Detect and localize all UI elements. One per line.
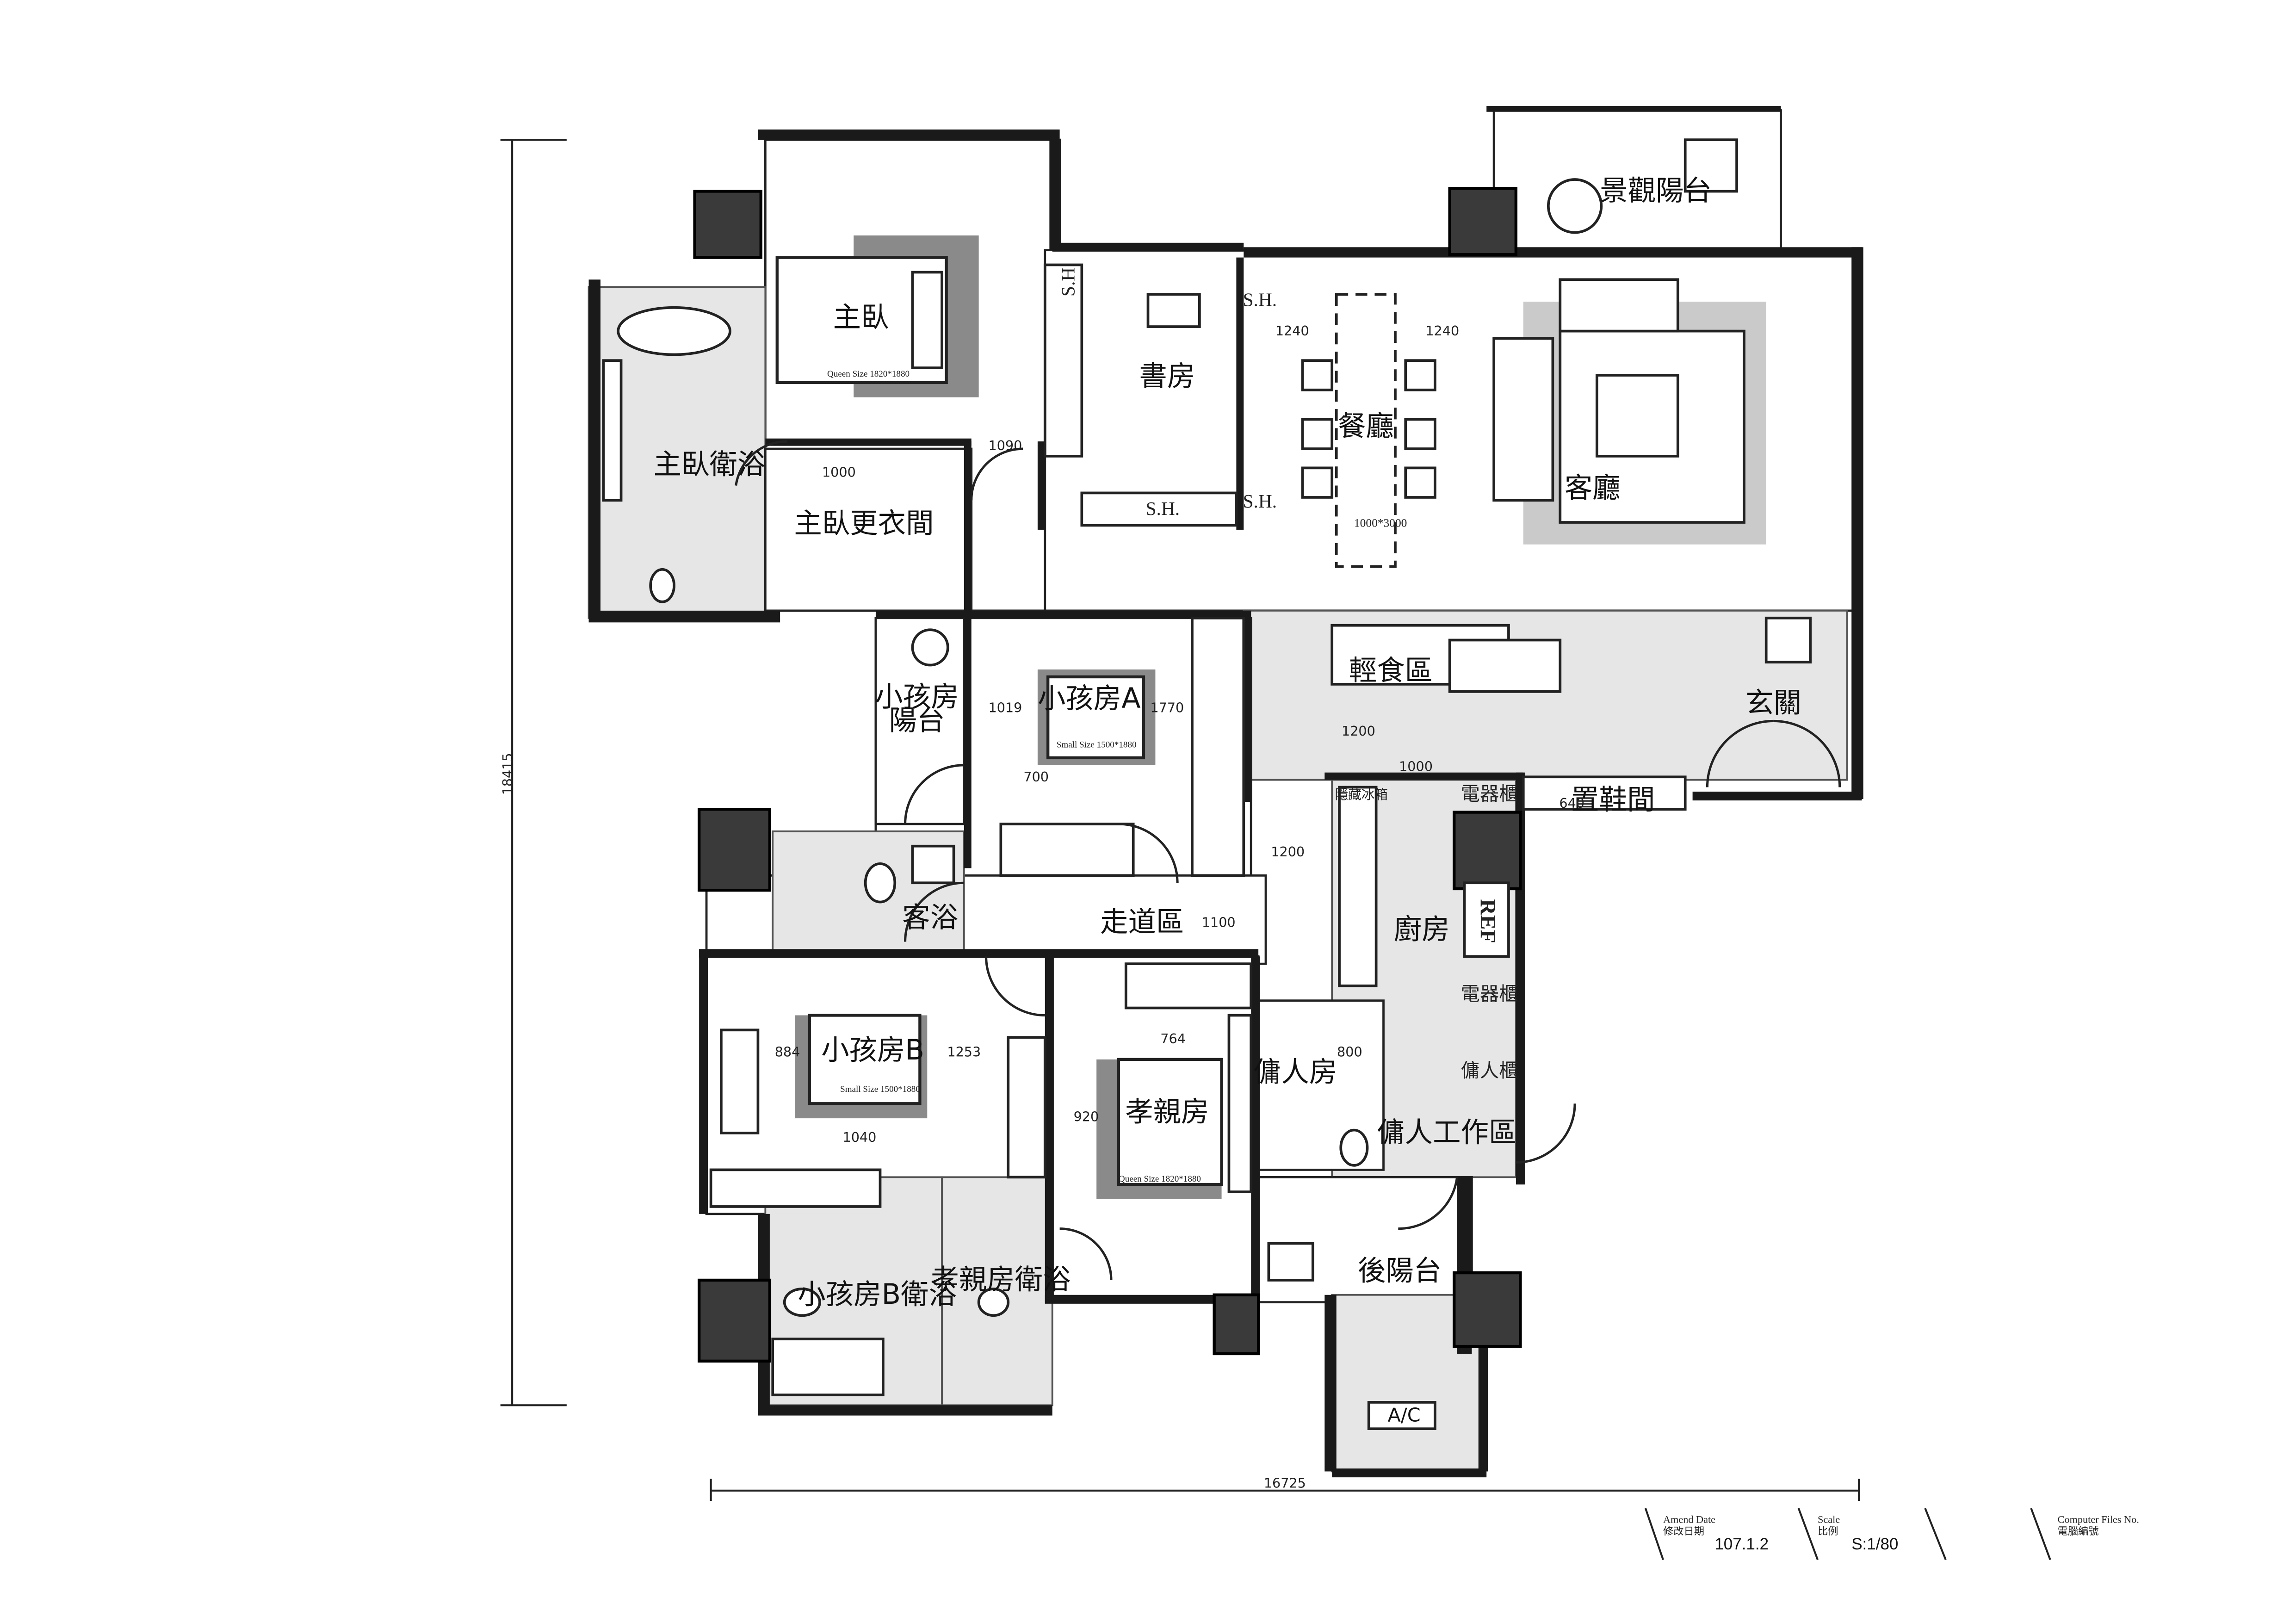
- sh-label-1: S.H.: [1146, 498, 1180, 519]
- dim-total-height: 18415: [500, 753, 515, 795]
- room-light-meal: 輕食區: [1349, 654, 1433, 687]
- small-size-b: Small Size 1500*1880: [840, 1084, 920, 1094]
- room-corridor: 走道區: [1100, 906, 1184, 938]
- table-size: 1000*3000: [1354, 516, 1407, 530]
- dim-1000-b: 1000: [1399, 759, 1433, 774]
- dim-1090: 1090: [988, 438, 1022, 453]
- amend-date-value: 107.1.2: [1714, 1535, 1769, 1553]
- scale-en: Scale: [1818, 1514, 1840, 1525]
- title-block: Amend Date 修改日期 107.1.2 Scale 比例 S:1/80 …: [1644, 1508, 2139, 1561]
- room-maid-work: 傭人工作區: [1377, 1116, 1516, 1149]
- ac-label: A/C: [1388, 1404, 1421, 1426]
- sh-label-3: S.H.: [1243, 490, 1277, 512]
- sh-label-4: S.H.: [1057, 263, 1078, 297]
- files-en: Computer Files No.: [2058, 1514, 2139, 1525]
- room-labels: 主臥 主臥衛浴 主臥更衣間 書房 餐廳 客廳 景觀陽台 輕食區 玄關 置鞋間 小…: [654, 175, 1801, 1311]
- room-master-bedroom: 主臥: [833, 301, 889, 334]
- doors: [735, 440, 1841, 1280]
- room-foyer: 玄關: [1745, 687, 1801, 719]
- room-kitchen: 廚房: [1394, 913, 1450, 946]
- dim-1040: 1040: [843, 1129, 877, 1145]
- dim-764: 764: [1160, 1031, 1186, 1047]
- room-child-balcony-2: 陽台: [889, 704, 945, 737]
- dim-920: 920: [1074, 1109, 1099, 1124]
- furniture: [602, 138, 1812, 1431]
- ref-label: REF: [1475, 899, 1500, 943]
- scale-value: S:1/80: [1851, 1535, 1898, 1553]
- dim-1100: 1100: [1202, 915, 1236, 930]
- room-dining: 餐廳: [1338, 410, 1394, 442]
- room-parents-bath: 孝親房衛浴: [931, 1264, 1071, 1296]
- dim-total-width: 16725: [1264, 1475, 1306, 1491]
- dimensions: 1240 1240 1090 1000 1019 1770 700 1200 1…: [775, 323, 1584, 1145]
- room-shoe-room: 置鞋間: [1571, 784, 1655, 816]
- hidden-fridge-label: 隱藏冰箱: [1335, 787, 1388, 802]
- maid-cabinet-label: 傭人櫃: [1461, 1060, 1518, 1081]
- dim-1200-b: 1200: [1271, 844, 1305, 860]
- dim-1000-a: 1000: [822, 464, 856, 480]
- room-child-a: 小孩房A: [1038, 682, 1141, 715]
- files-zh: 電腦編號: [2058, 1525, 2099, 1537]
- dim-1240-a: 1240: [1275, 323, 1309, 339]
- dim-700: 700: [1023, 769, 1049, 785]
- room-child-balcony-1: 小孩房: [875, 681, 959, 713]
- room-master-closet: 主臥更衣間: [794, 507, 934, 539]
- queen-size-master: Queen Size 1820*1880: [827, 369, 910, 379]
- room-living: 客廳: [1565, 472, 1621, 504]
- kitchen-cabinet-label: 電器櫃: [1461, 984, 1518, 1005]
- structural-columns: [693, 186, 1522, 1363]
- small-size-a: Small Size 1500*1880: [1057, 740, 1137, 750]
- room-guest-bath: 客浴: [902, 902, 958, 934]
- overall-dimensions: 18415 16725: [500, 139, 1860, 1501]
- queen-size-parents: Queen Size 1820*1880: [1119, 1174, 1201, 1184]
- amend-date-en: Amend Date: [1663, 1514, 1715, 1525]
- dim-884: 884: [775, 1044, 800, 1060]
- dim-1019: 1019: [988, 700, 1022, 715]
- room-child-b: 小孩房B: [821, 1034, 924, 1066]
- dim-1200-a: 1200: [1342, 723, 1375, 739]
- dim-1253: 1253: [947, 1044, 981, 1060]
- dim-640: 640: [1559, 795, 1584, 811]
- room-scenic-balcony: 景觀陽台: [1600, 175, 1712, 207]
- room-maid: 傭人房: [1253, 1056, 1337, 1089]
- dim-1240-b: 1240: [1425, 323, 1459, 339]
- room-master-bath: 主臥衛浴: [654, 448, 766, 481]
- room-parents: 孝親房: [1125, 1096, 1209, 1128]
- dim-800: 800: [1337, 1044, 1362, 1060]
- sh-label-2: S.H.: [1243, 289, 1277, 310]
- dim-1770: 1770: [1150, 700, 1184, 715]
- appliance-cabinet-label: 電器櫃: [1461, 783, 1518, 805]
- room-child-b-bath: 小孩房B衛浴: [798, 1278, 957, 1311]
- fixture-labels: S.H. S.H. S.H. S.H. REF A/C 電器櫃 隱藏冰箱 電器櫃…: [827, 263, 1518, 1426]
- scale-zh: 比例: [1818, 1525, 1838, 1537]
- amend-date-zh: 修改日期: [1663, 1525, 1704, 1537]
- room-study: 書房: [1139, 360, 1195, 392]
- room-rear-balcony: 後陽台: [1358, 1255, 1442, 1287]
